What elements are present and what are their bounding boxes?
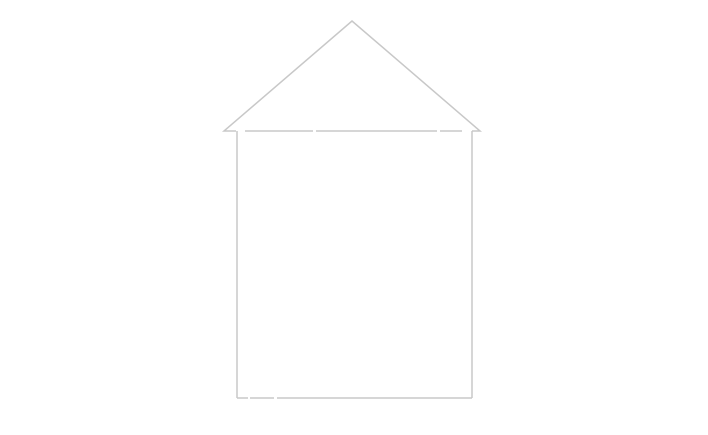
roof-outline — [221, 20, 483, 132]
